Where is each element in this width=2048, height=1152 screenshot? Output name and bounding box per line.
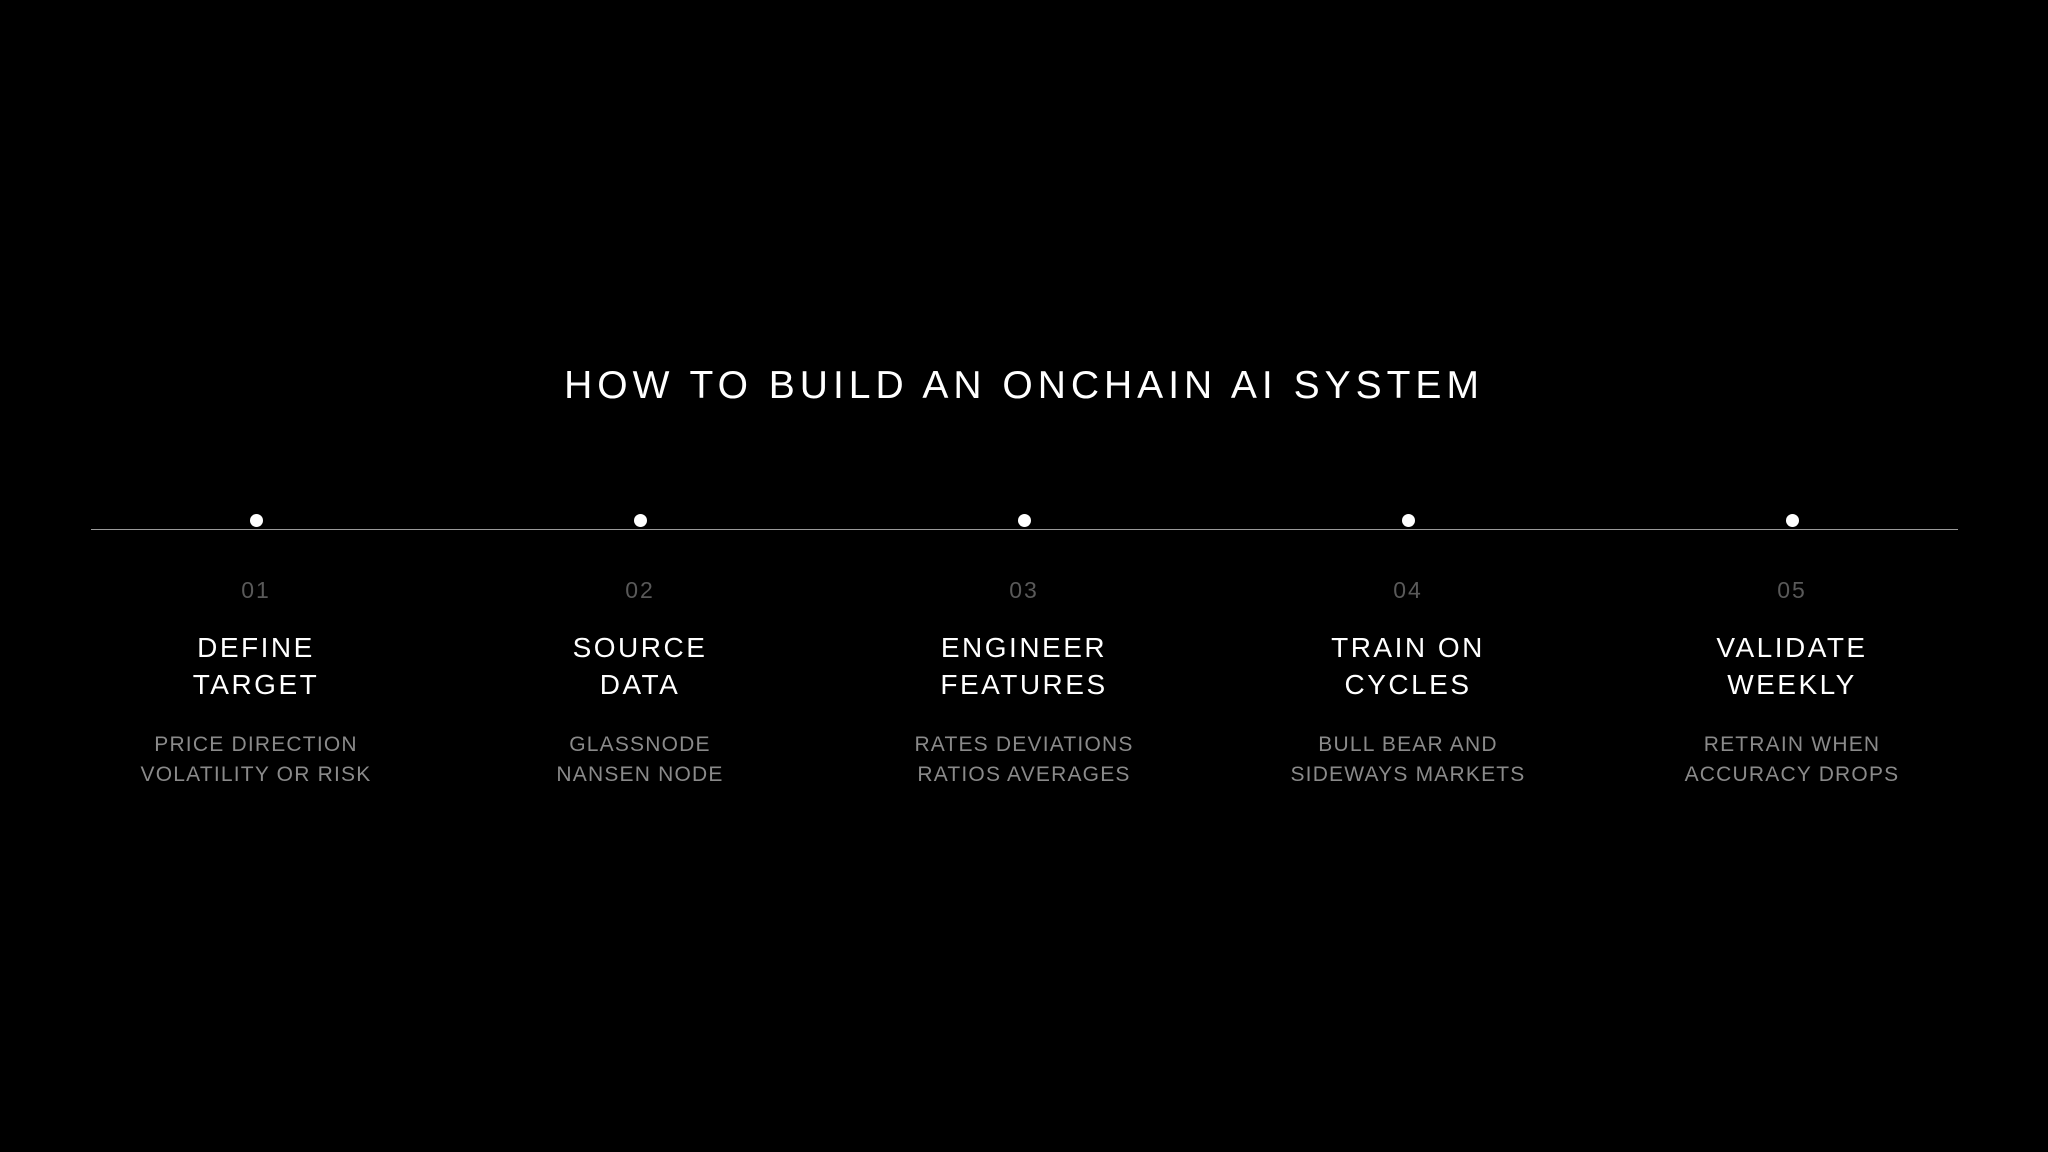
step-number: 03 xyxy=(1009,577,1039,603)
step-heading-line: ENGINEER xyxy=(940,632,1108,663)
timeline-step-2: 02 SOURCE DATA GLASSNODE NANSEN NODE xyxy=(460,0,820,1152)
timeline-dot xyxy=(1018,514,1031,527)
step-description-line: RATIOS AVERAGES xyxy=(917,763,1131,786)
step-heading-line: WEEKLY xyxy=(1727,669,1857,700)
step-number: 01 xyxy=(241,577,271,603)
step-heading-line: TRAIN ON xyxy=(1331,632,1485,663)
step-description-line: NANSEN NODE xyxy=(556,763,724,786)
timeline-dot xyxy=(1786,514,1799,527)
step-number: 02 xyxy=(625,577,655,603)
slide-title: HOW TO BUILD AN ONCHAIN AI SYSTEM xyxy=(564,364,1484,407)
step-description-line: GLASSNODE xyxy=(569,733,711,756)
step-heading-line: TARGET xyxy=(192,669,320,700)
step-heading: TRAIN ON CYCLES xyxy=(1228,629,1588,703)
step-heading: VALIDATE WEEKLY xyxy=(1612,629,1972,703)
step-description-line: ACCURACY DROPS xyxy=(1684,763,1900,786)
timeline-step-3: 03 ENGINEER FEATURES RATES DEVIATIONS RA… xyxy=(844,0,1204,1152)
step-description: RATES DEVIATIONS RATIOS AVERAGES xyxy=(844,730,1204,790)
step-description-line: RATES DEVIATIONS xyxy=(914,733,1134,756)
step-description: PRICE DIRECTION VOLATILITY OR RISK xyxy=(76,730,436,790)
step-description: RETRAIN WHEN ACCURACY DROPS xyxy=(1612,730,1972,790)
step-heading: ENGINEER FEATURES xyxy=(844,629,1204,703)
step-number: 04 xyxy=(1393,577,1423,603)
step-description: BULL BEAR AND SIDEWAYS MARKETS xyxy=(1228,730,1588,790)
step-description-line: SIDEWAYS MARKETS xyxy=(1290,763,1526,786)
step-description: GLASSNODE NANSEN NODE xyxy=(460,730,820,790)
step-description-line: BULL BEAR AND xyxy=(1318,733,1498,756)
step-description-line: RETRAIN WHEN xyxy=(1703,733,1881,756)
step-description-line: PRICE DIRECTION xyxy=(154,733,358,756)
step-heading: SOURCE DATA xyxy=(460,629,820,703)
timeline-dot xyxy=(250,514,263,527)
timeline-dot xyxy=(634,514,647,527)
timeline-step-4: 04 TRAIN ON CYCLES BULL BEAR AND SIDEWAY… xyxy=(1228,0,1588,1152)
timeline-step-1: 01 DEFINE TARGET PRICE DIRECTION VOLATIL… xyxy=(76,0,436,1152)
step-heading-line: SOURCE xyxy=(572,632,708,663)
step-description-line: VOLATILITY OR RISK xyxy=(140,763,372,786)
step-heading-line: DATA xyxy=(599,669,681,700)
step-heading-line: DEFINE xyxy=(197,632,315,663)
timeline-dot xyxy=(1402,514,1415,527)
timeline-line xyxy=(91,529,1958,530)
step-heading-line: FEATURES xyxy=(940,669,1108,700)
step-heading-line: VALIDATE xyxy=(1716,632,1868,663)
timeline-step-5: 05 VALIDATE WEEKLY RETRAIN WHEN ACCURACY… xyxy=(1612,0,1972,1152)
step-heading: DEFINE TARGET xyxy=(76,629,436,703)
step-number: 05 xyxy=(1777,577,1807,603)
step-heading-line: CYCLES xyxy=(1344,669,1472,700)
